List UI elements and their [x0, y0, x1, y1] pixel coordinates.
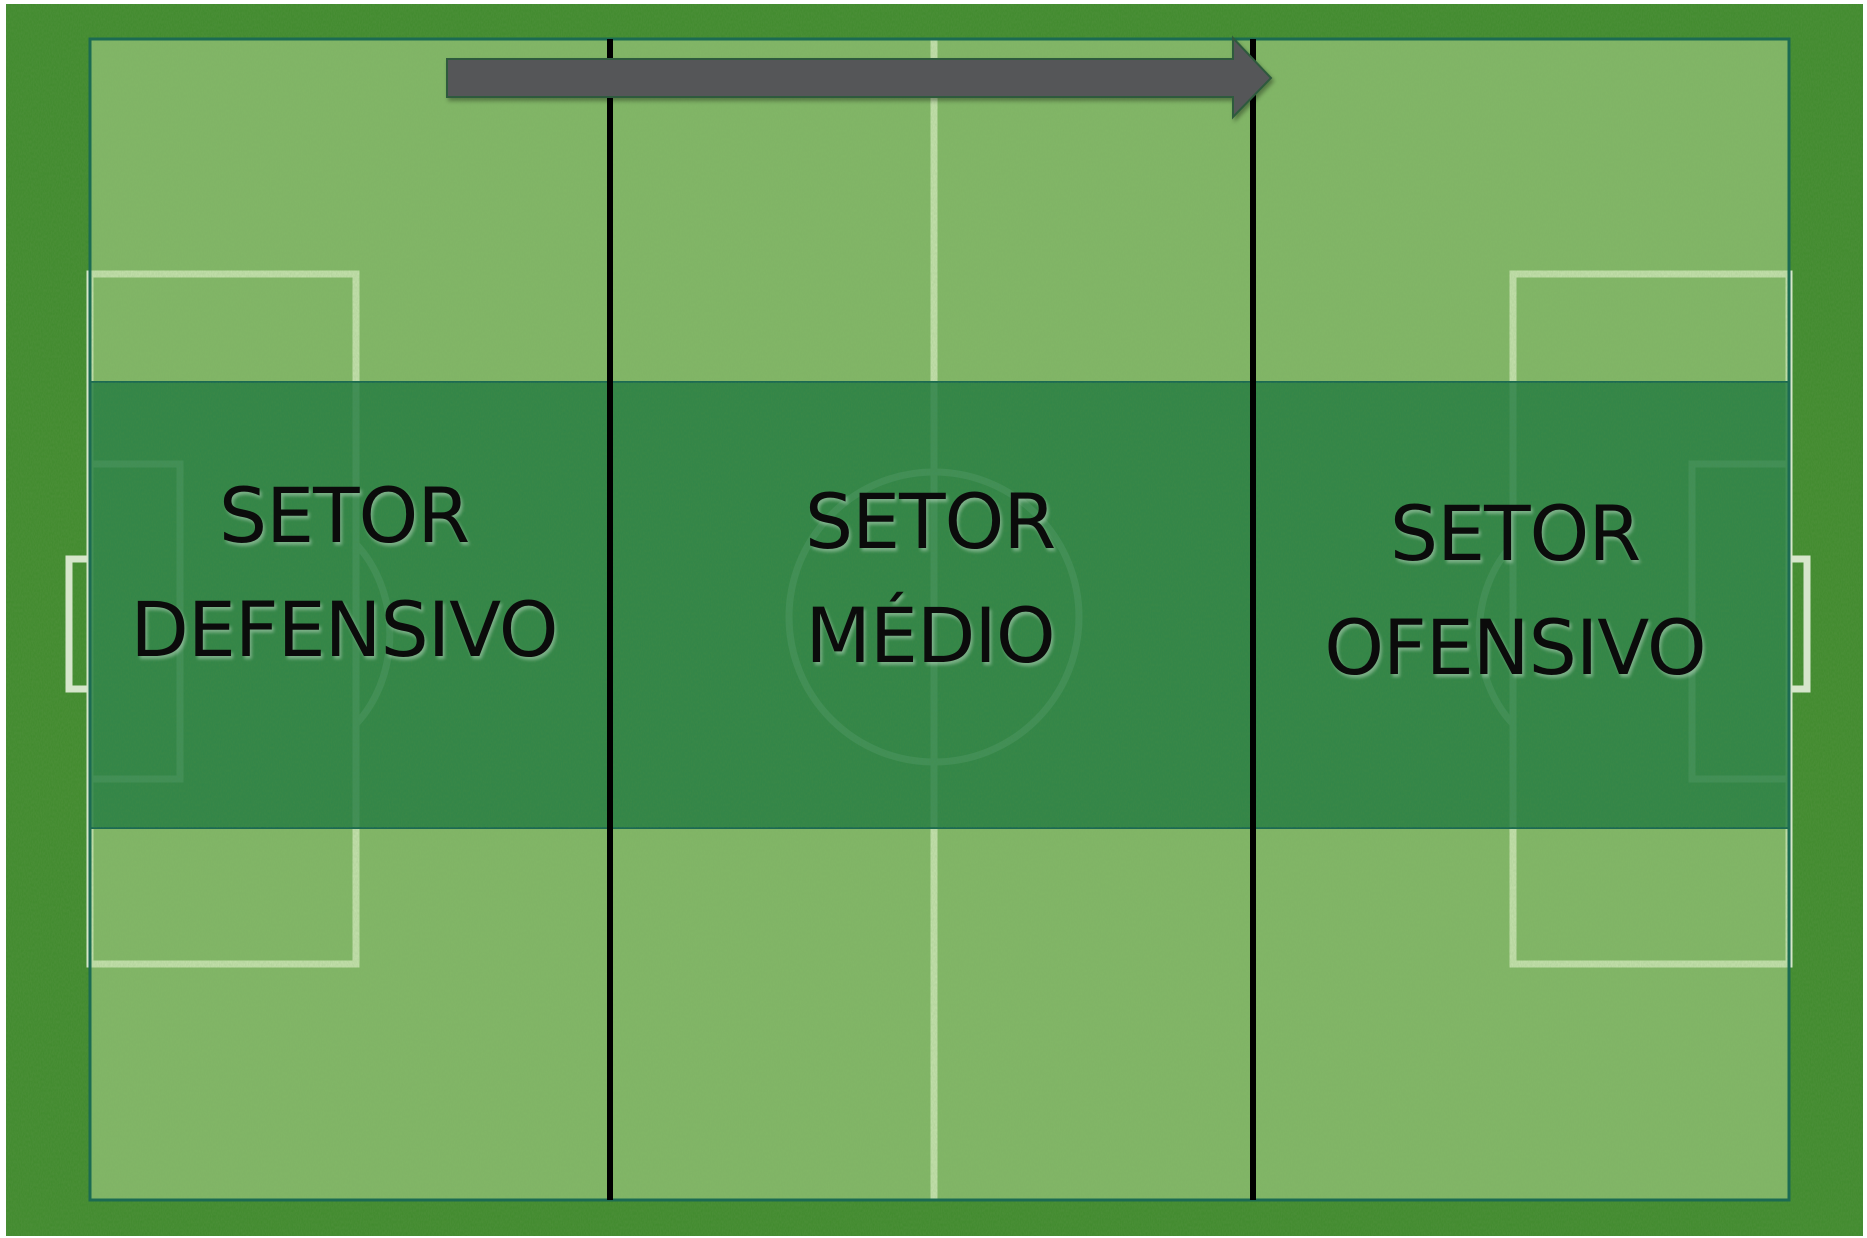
sector-defensive-line1: SETOR — [218, 471, 470, 560]
central-band-texture — [90, 382, 1789, 828]
sector-offensive-line1: SETOR — [1389, 489, 1641, 578]
sector-defensive-line2: DEFENSIVO — [130, 585, 558, 674]
grass-background — [6, 4, 1863, 1236]
sector-offensive-line2: OFENSIVO — [1324, 603, 1707, 692]
field-border — [88, 37, 1791, 1202]
sector-label-middle: SETOR MÉDIO — [610, 465, 1250, 693]
sector-middle-line1: SETOR — [804, 477, 1056, 566]
sector-label-defensive: SETOR DEFENSIVO — [84, 459, 604, 687]
attack-direction-arrow — [446, 35, 1273, 120]
sector-middle-line2: MÉDIO — [805, 591, 1055, 680]
sector-label-offensive: SETOR OFENSIVO — [1253, 477, 1777, 705]
